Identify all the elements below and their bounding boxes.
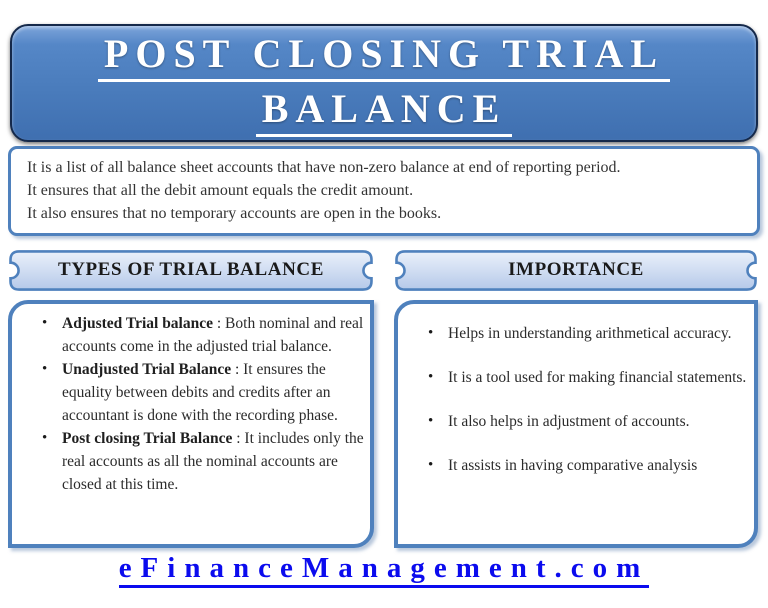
importance-header-label: IMPORTANCE — [508, 258, 644, 280]
term-text: Unadjusted Trial Balance — [62, 361, 232, 378]
types-panel: TYPES OF TRIAL BALANCE • Adjusted Trial b… — [8, 249, 374, 548]
body-text: : Both nominal and real accounts come in… — [62, 315, 364, 355]
importance-panel: IMPORTANCE • Helps in understanding arith… — [394, 249, 758, 548]
description-line: It ensures that all the debit amount equ… — [27, 182, 414, 199]
bullet-icon: • — [428, 457, 434, 473]
importance-header-banner: IMPORTANCE — [394, 249, 758, 292]
website-link[interactable]: eFinanceManagement.com — [118, 552, 650, 588]
body-text: : It ensures the equality between debits… — [62, 361, 338, 424]
types-header-label: TYPES OF TRIAL BALANCE — [57, 258, 325, 280]
plaque-banner-shape — [9, 250, 373, 291]
term-text: Adjusted Trial balance — [62, 315, 213, 332]
list-item: • Adjusted Trial balance : Both nominal a… — [20, 312, 366, 358]
title-banner: POST CLOSING TRIAL BALANCE — [10, 24, 758, 142]
bullet-icon: • — [428, 325, 434, 341]
types-content-box: • Adjusted Trial balance : Both nominal a… — [8, 300, 374, 548]
list-item: • Unadjusted Trial Balance : It ensures t… — [20, 358, 366, 427]
importance-bullet-list: • Helps in understanding arithmetical acc… — [406, 312, 750, 477]
list-item: • It assists in having comparative analys… — [406, 454, 750, 477]
plaque-banner-shape — [395, 250, 757, 291]
body-text: It also helps in adjustment of accounts. — [448, 413, 690, 430]
bullet-icon: • — [42, 315, 48, 331]
bullet-icon: • — [42, 430, 48, 446]
list-item: • It also helps in adjustment of accounts… — [406, 410, 750, 433]
description-line: It is a list of all balance sheet accoun… — [27, 159, 621, 176]
body-text: It assists in having comparative analysi… — [448, 457, 698, 474]
body-text: It is a tool used for making financial s… — [448, 369, 747, 386]
bullet-icon: • — [42, 361, 48, 377]
bullet-icon: • — [428, 413, 434, 429]
body-text: : It includes only the real accounts as … — [62, 430, 364, 493]
importance-content-box: • Helps in understanding arithmetical acc… — [394, 300, 758, 548]
term-text: Post closing Trial Balance — [62, 430, 233, 447]
description-line: It also ensures that no temporary accoun… — [27, 205, 442, 222]
types-bullet-list: • Adjusted Trial balance : Both nominal a… — [20, 312, 366, 496]
bullet-icon: • — [428, 369, 434, 385]
list-item: • Helps in understanding arithmetical acc… — [406, 322, 750, 345]
page-title-line-2: BALANCE — [255, 85, 513, 137]
footer: eFinanceManagement.com — [0, 552, 768, 588]
description-box: It is a list of all balance sheet accoun… — [8, 146, 760, 236]
page-title-line-1: POST CLOSING TRIAL — [97, 30, 671, 82]
list-item: • Post closing Trial Balance : It include… — [20, 427, 366, 496]
types-header-banner: TYPES OF TRIAL BALANCE — [8, 249, 374, 292]
list-item: • It is a tool used for making financial … — [406, 366, 750, 389]
body-text: Helps in understanding arithmetical accu… — [448, 325, 732, 342]
